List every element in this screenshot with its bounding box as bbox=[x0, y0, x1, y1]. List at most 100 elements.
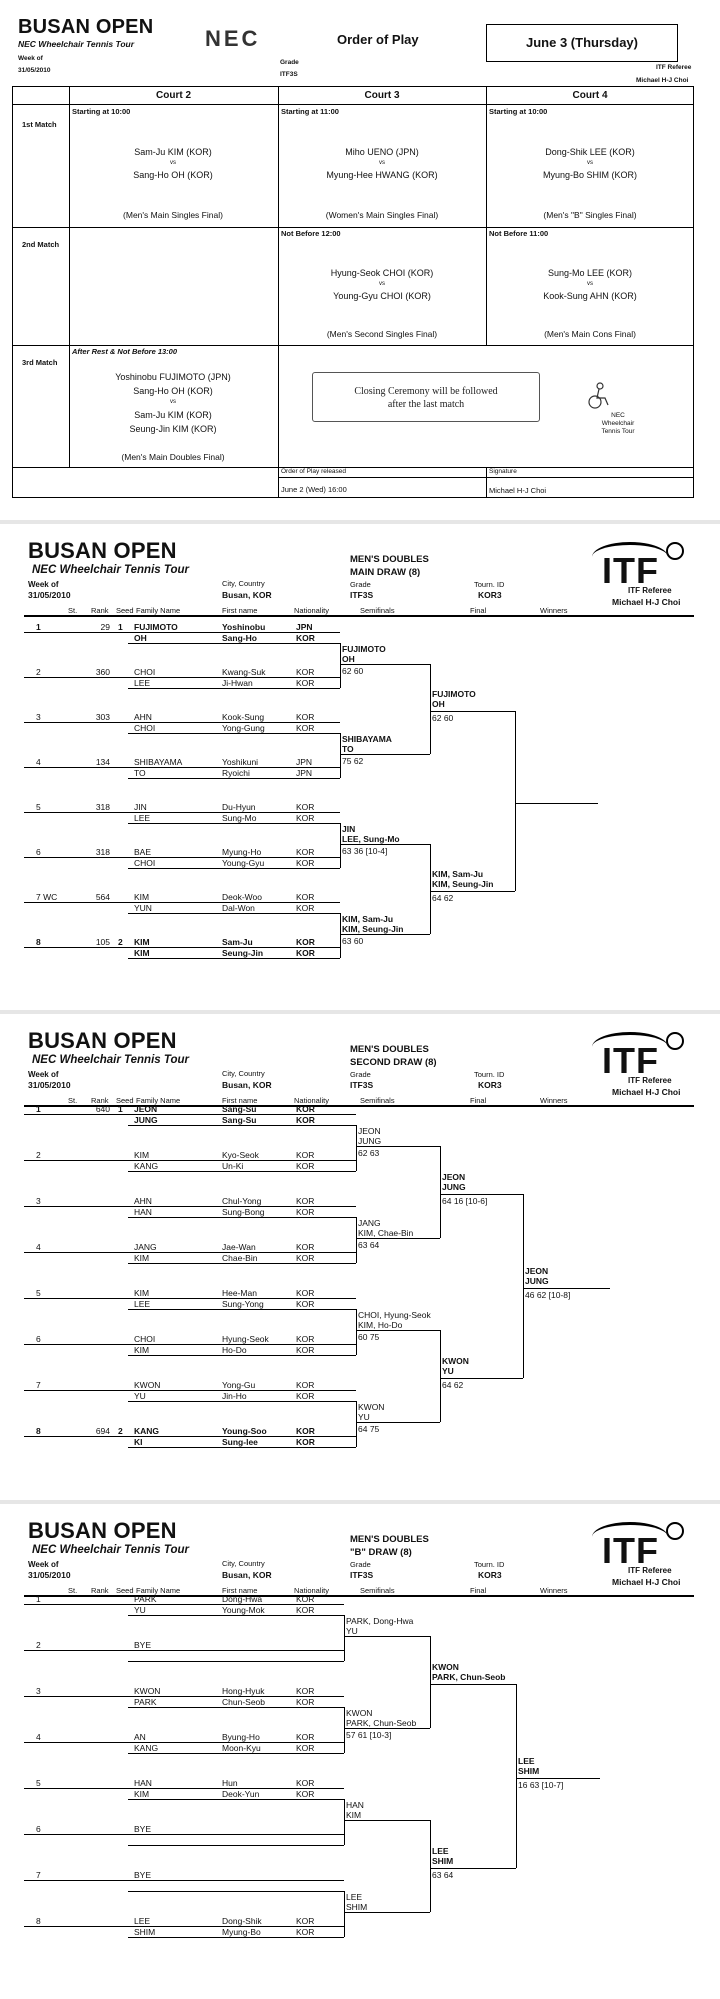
entry-rank: 105 bbox=[95, 937, 110, 947]
signature: Michael H-J Choi bbox=[489, 486, 547, 495]
entry-slot: 7 WC bbox=[36, 892, 58, 902]
entry-rank: 134 bbox=[95, 757, 110, 767]
city-label: City, Country bbox=[222, 1559, 265, 1568]
grade-label: Grade bbox=[350, 1070, 371, 1079]
bracket-line bbox=[24, 1390, 356, 1391]
player-family-name: CHOI bbox=[134, 1334, 156, 1344]
score: 64 62 bbox=[442, 1380, 464, 1390]
week: 31/05/2010 bbox=[28, 1570, 71, 1580]
winner-line-2: YU bbox=[442, 1366, 454, 1376]
oop-subtitle: NEC Wheelchair Tennis Tour bbox=[18, 39, 135, 49]
bracket-line bbox=[440, 1378, 523, 1379]
player-first-name: Kook-Sung bbox=[222, 712, 265, 722]
order-of-play-sheet: BUSAN OPEN NEC Wheelchair Tennis Tour We… bbox=[0, 0, 720, 520]
oop-title: BUSAN OPEN bbox=[18, 16, 154, 38]
city-label: City, Country bbox=[222, 1069, 265, 1078]
player-nationality: KOR bbox=[296, 1115, 315, 1125]
player-nationality: KOR bbox=[296, 1104, 315, 1114]
col-seed: Seed bbox=[116, 1096, 134, 1105]
col-family: Family Name bbox=[136, 1586, 181, 1595]
winner-line-1: PARK, Dong-Hwa bbox=[346, 1616, 414, 1626]
winner-line-1: KWON bbox=[358, 1402, 385, 1412]
player-first-name: Myung-Ho bbox=[222, 847, 262, 857]
bracket-line bbox=[356, 1238, 440, 1239]
oop-table bbox=[12, 86, 694, 498]
entry-rank: 564 bbox=[95, 892, 110, 902]
col-nationality: Nationality bbox=[294, 1586, 330, 1595]
bracket-line bbox=[340, 733, 341, 778]
winner-line-2: SHIM bbox=[346, 1902, 368, 1912]
player-first-name: Sang-Su bbox=[222, 1104, 257, 1114]
player-family-name: LEE bbox=[134, 813, 151, 823]
player-family-name: KIM bbox=[134, 1150, 150, 1160]
vs-label: vs bbox=[587, 160, 593, 166]
bracket-line bbox=[340, 643, 341, 688]
player-family-name: YU bbox=[134, 1391, 146, 1401]
player-first-name: Ho-Do bbox=[222, 1345, 247, 1355]
itf-logo-arc bbox=[592, 1032, 668, 1062]
bracket-line bbox=[440, 1146, 441, 1238]
bracket-line bbox=[128, 1615, 344, 1616]
entry-slot: 1 bbox=[36, 1104, 41, 1114]
nec-logo: NEC bbox=[205, 26, 261, 51]
tourn-id-label: Tourn. ID bbox=[474, 1070, 505, 1079]
player-family-name: KIM bbox=[134, 1253, 150, 1263]
vs-label: vs bbox=[379, 281, 385, 287]
bracket-line bbox=[340, 823, 341, 868]
bracket-line bbox=[344, 1707, 345, 1753]
player-first-name: Sang-Ho bbox=[222, 633, 257, 643]
entry-slot: 5 bbox=[36, 802, 41, 812]
tourn-id: KOR3 bbox=[478, 590, 502, 600]
referee: Michael H-J Choi bbox=[612, 597, 681, 607]
score: 64 16 [10-6] bbox=[442, 1196, 488, 1206]
player-nationality: KOR bbox=[296, 678, 315, 688]
bracket-line bbox=[24, 1105, 694, 1107]
player-nationality: KOR bbox=[296, 847, 315, 857]
bracket-line bbox=[516, 1684, 517, 1868]
bracket-line bbox=[24, 1926, 344, 1927]
player-nationality: KOR bbox=[296, 1686, 315, 1696]
event-label: (Men's Second Singles Final) bbox=[326, 329, 438, 339]
champion-line-2: JUNG bbox=[525, 1276, 549, 1286]
event-label: (Men's Main Cons Final) bbox=[544, 329, 636, 339]
col-final: Final bbox=[470, 1096, 487, 1105]
player-nationality: KOR bbox=[296, 802, 315, 812]
entry-slot: 3 bbox=[36, 712, 41, 722]
player-family-name: KWON bbox=[134, 1686, 161, 1696]
col-rank: Rank bbox=[91, 1586, 109, 1595]
player-nationality: KOR bbox=[296, 1253, 315, 1263]
grade: ITF3S bbox=[350, 1570, 374, 1580]
bracket-line bbox=[128, 1171, 356, 1172]
bracket-line bbox=[440, 1194, 523, 1195]
player-nationality: JPN bbox=[296, 757, 313, 767]
player-first-name: Hyung-Seok bbox=[222, 1334, 269, 1344]
winner-line-2: KIM, Chae-Bin bbox=[358, 1228, 414, 1238]
player-first-name: Dong-Hwa bbox=[222, 1594, 263, 1604]
week: 31/05/2010 bbox=[28, 590, 71, 600]
player-family-name: LEE bbox=[134, 1916, 151, 1926]
bracket-line bbox=[128, 688, 340, 689]
winner-line-2: JUNG bbox=[442, 1182, 466, 1192]
player-family-name: KIM bbox=[134, 892, 150, 902]
bracket-line bbox=[24, 1595, 694, 1597]
bracket-line bbox=[128, 1125, 356, 1126]
entry-rank: 360 bbox=[95, 667, 110, 677]
row-label: 3rd Match bbox=[22, 358, 58, 367]
winner-line-2: KIM, Ho-Do bbox=[358, 1320, 403, 1330]
winner-line-1: KWON bbox=[346, 1708, 373, 1718]
winner-line-1: HAN bbox=[346, 1800, 364, 1810]
player-nationality: KOR bbox=[296, 903, 315, 913]
player-family-name: TO bbox=[134, 768, 146, 778]
player-first-name: Chul-Yong bbox=[222, 1196, 262, 1206]
event-name: MEN'S DOUBLES bbox=[350, 1044, 429, 1055]
player: Young-Gyu CHOI (KOR) bbox=[333, 291, 431, 301]
player-first-name: Dong-Shik bbox=[222, 1916, 262, 1926]
bracket-line bbox=[24, 857, 340, 858]
bracket-line bbox=[24, 1604, 344, 1605]
bracket-line bbox=[128, 778, 340, 779]
bracket-line bbox=[128, 1707, 344, 1708]
player-first-name: Ji-Hwan bbox=[222, 678, 253, 688]
player-family-name: KIM bbox=[134, 1345, 150, 1355]
bracket-line bbox=[430, 710, 515, 712]
bracket-line bbox=[24, 1114, 356, 1115]
